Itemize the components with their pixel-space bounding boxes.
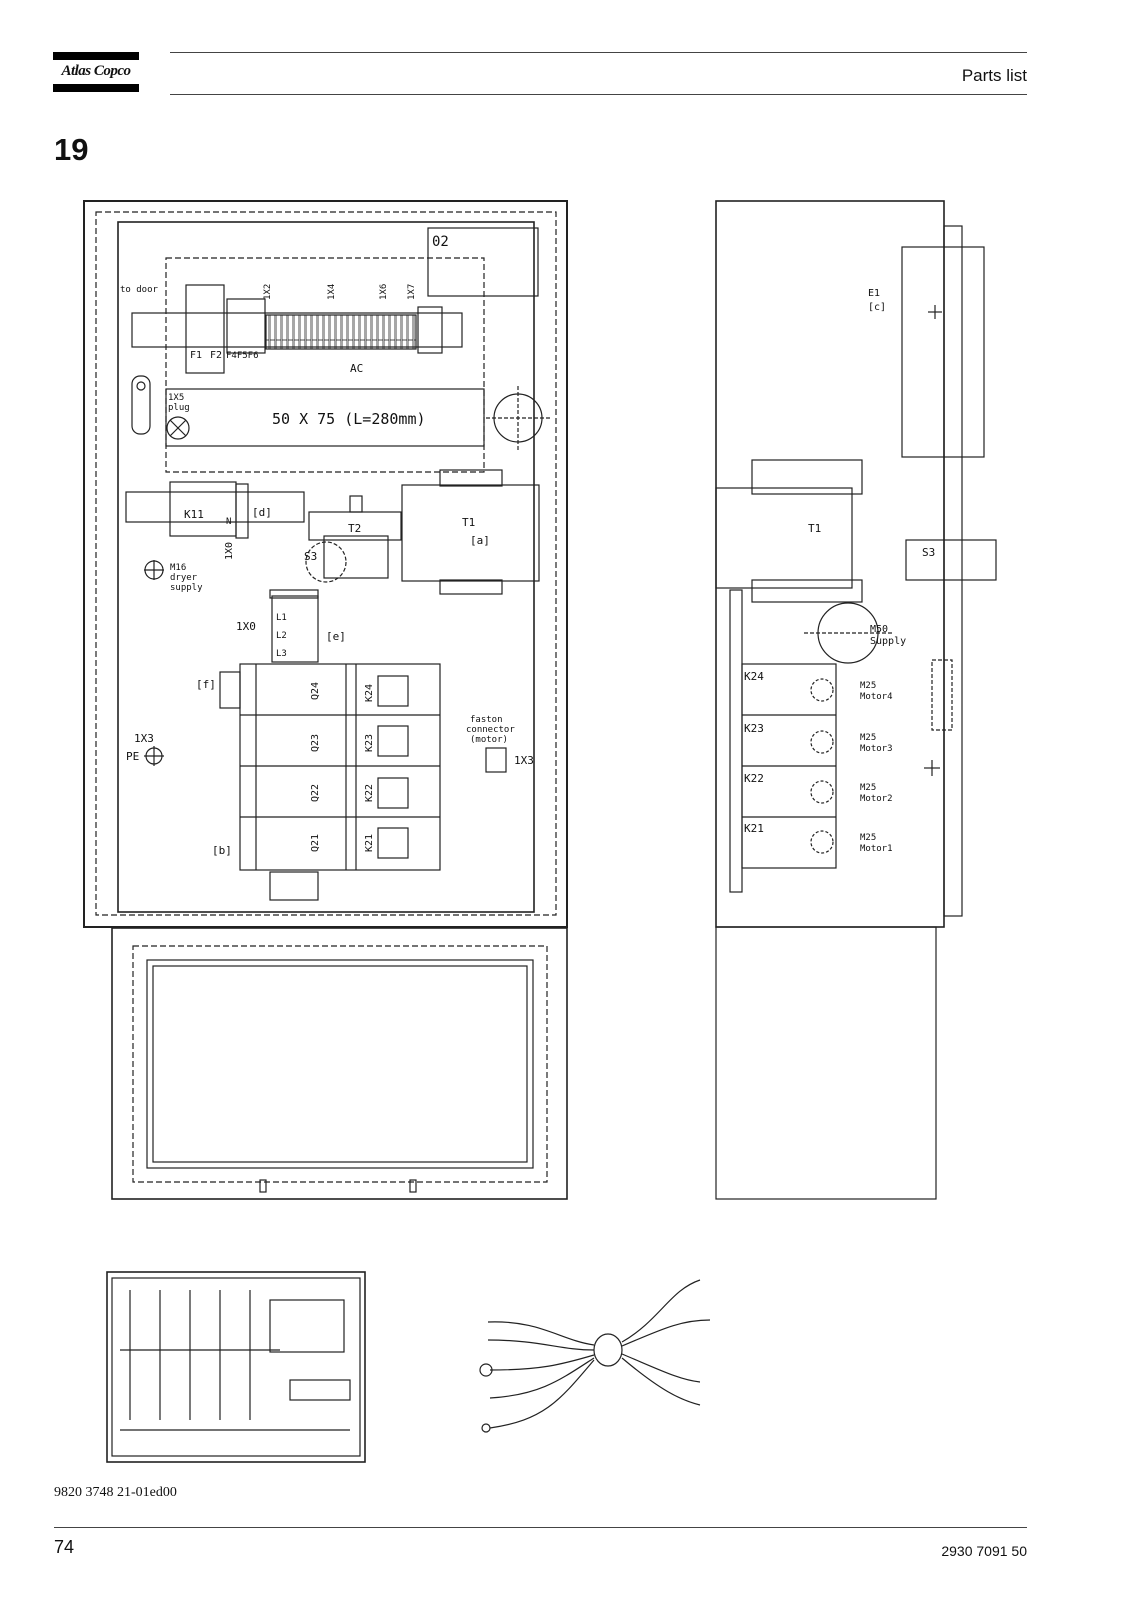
atlas-copco-logo: Atlas Copco [53,52,139,94]
label-q24: Q24 [310,682,321,700]
side-label-m25-4: M25 [860,681,876,691]
section-number: 19 [54,132,89,167]
label-tag-f: [f] [196,678,216,691]
label-n: N [226,517,231,527]
page-number: 74 [54,1537,75,1557]
header-bottom-rule [170,94,1027,95]
label-ac: AC [350,362,363,375]
label-tag-b: [b] [212,844,232,857]
side-label-motor1: Motor1 [860,844,893,854]
side-label-motor4: Motor4 [860,692,893,702]
label-k23: K23 [364,734,375,752]
page-title: Parts list [961,66,1027,85]
side-label-m50: M50 [870,624,888,635]
label-to-door: to door [120,285,159,295]
side-label-motor3: Motor3 [860,744,893,754]
logo-top-bar [53,52,139,60]
logo-bottom-bar [53,84,139,92]
label-pe-1x3: 1X3 [134,732,154,745]
label-plug-1x5: 1X5 [168,393,184,403]
label-terminal-1x7: 1X7 [407,284,417,300]
label-box-02: 02 [432,234,449,250]
label-pe: PE [126,750,139,763]
label-connector: connector [466,725,515,735]
footer-rule [54,1527,1027,1528]
side-label-m25-3: M25 [860,733,876,743]
label-faston: faston [470,715,503,725]
side-label-m25-2: M25 [860,783,876,793]
label-k11: K11 [184,508,204,521]
label-l2: L2 [276,631,287,641]
label-s3: S3 [304,550,317,563]
label-m16: M16 [170,563,186,573]
side-label-motor2: Motor2 [860,794,893,804]
label-tag-e: [e] [326,630,346,643]
label-terminal-1x2: 1X2 [263,284,273,300]
label-q23: Q23 [310,734,321,752]
label-duct: 50 X 75 (L=280mm) [272,410,426,428]
label-terminal-1x0: 1X0 [236,620,256,633]
side-label-k23: K23 [744,722,764,735]
label-motor: (motor) [470,735,508,745]
label-plug: plug [168,403,190,413]
side-label-m25-1: M25 [860,833,876,843]
label-l1: L1 [276,613,287,623]
label-faston-1x3: 1X3 [514,754,534,767]
label-q22: Q22 [310,784,321,802]
label-tag-d: [d] [252,506,272,519]
label-terminal-1x4: 1X4 [327,284,337,300]
label-supply: supply [170,583,203,593]
drawing-code: 9820 3748 21-01ed00 [54,1485,177,1500]
side-label-e1: E1 [868,288,880,299]
label-l3: L3 [276,649,287,659]
label-q21: Q21 [310,834,321,852]
label-terminal-1x0-vertical: 1X0 [224,542,235,560]
label-terminal-1x6: 1X6 [379,284,389,300]
side-label-k24: K24 [744,670,764,683]
side-label-m50-supply: Supply [870,636,906,647]
label-k24: K24 [364,684,375,702]
side-label-k21: K21 [744,822,764,835]
logo-text: Atlas Copco [61,63,131,79]
side-label-k22: K22 [744,772,764,785]
label-fuse-f1: F1 [190,350,202,361]
side-label-t1: T1 [808,522,821,535]
label-k21: K21 [364,834,375,852]
side-label-tag-c: [c] [868,302,886,313]
label-k22: K22 [364,784,375,802]
document-number: 2930 7091 50 [941,1543,1027,1559]
label-t1: T1 [462,516,475,529]
label-fuses-f4f5f6: F4F5F6 [226,351,259,361]
label-tag-a: [a] [470,534,490,547]
label-t2: T2 [348,522,361,535]
header-top-rule [170,52,1027,53]
side-label-s3: S3 [922,546,935,559]
label-fuse-f2: F2 [210,350,222,361]
label-dryer: dryer [170,573,198,583]
